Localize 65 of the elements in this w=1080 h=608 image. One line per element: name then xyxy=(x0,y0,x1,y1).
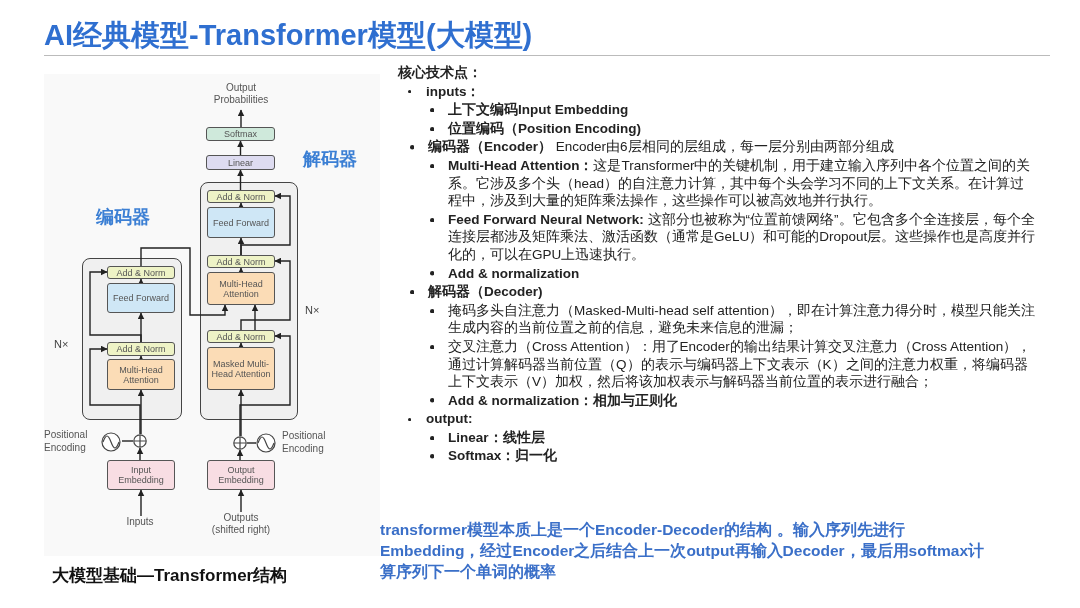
attention-box: Multi-Head Attention xyxy=(207,272,275,305)
feed-forward-box: Feed Forward xyxy=(107,283,175,313)
plus-circle xyxy=(233,436,247,450)
add-norm-box: Add & Norm xyxy=(207,255,275,268)
bullet-text: Softmax：归一化 xyxy=(448,448,558,464)
feed-forward-box: Feed Forward xyxy=(207,207,275,238)
arrow xyxy=(140,247,229,316)
bullet-text: output: xyxy=(426,411,473,427)
softmax-box: Softmax xyxy=(206,127,275,141)
connector-line xyxy=(246,442,257,444)
figure-caption: 大模型基础—Transformer结构 xyxy=(52,565,288,587)
arrow xyxy=(89,268,142,343)
summary-text: transformer模型本质上是一个Encoder-Decoder的结构 。输入序列先进行Embedding，经过Encoder之后结合上一次output再输入Decoder，最后用softmax计算序列下一个单词的概率 xyxy=(380,520,986,582)
bullet-text: Feed Forward Neural Network: 这部分也被称为“位置前馈网络”。它包含多个全连接层，每个全连接层都涉及矩阵乘法、激活函数（通常是GeLU）和可能的Dropout层。这些操作也是高度并行化的，可以在GPU上迅速执行。 xyxy=(448,211,1036,262)
plus-circle xyxy=(133,434,147,448)
arrow xyxy=(237,389,245,437)
embedding-box: Input Embedding xyxy=(107,460,175,490)
bullet-text: Add & normalization xyxy=(448,265,580,281)
bullet-text: 解码器（Decoder) xyxy=(428,284,543,300)
bullet-text: 交叉注意力（Cross Attention）：用了Encoder的输出结果计算交叉注意力（Cross Attention），通过计算解码器当前位置（Q）的表示与编码器上下文表示（K）之间的注意力权重，将编码器上下文表示（V）加权，然后将该加权表示与解码器当前位置的表示进行融合； xyxy=(448,338,1032,390)
arrow xyxy=(237,202,245,210)
arrow xyxy=(237,342,245,350)
arrow xyxy=(237,169,244,191)
connector-line xyxy=(121,440,134,442)
positional-encoding-label: Positional Encoding xyxy=(44,428,89,454)
bullet-text: 位置编码（Position Encoding) xyxy=(448,120,641,136)
arrow xyxy=(251,304,259,331)
arrow xyxy=(237,109,245,128)
arrow xyxy=(137,489,145,517)
arrow xyxy=(89,345,141,435)
slide-title: AI经典模型-Transformer模型(大模型) xyxy=(44,18,533,53)
linear-box: Linear xyxy=(206,155,275,170)
arrow xyxy=(136,447,144,461)
bullet-text: 编码器（Encoder） Encoder由6层相同的层组成，每一层分别由两部分组成 xyxy=(428,139,894,155)
arrow xyxy=(237,267,245,275)
arrow xyxy=(237,140,244,156)
arrow xyxy=(240,192,291,256)
positional-encoding-label: Positional Encoding xyxy=(282,429,327,455)
add-norm-box: Add & Norm xyxy=(207,190,275,203)
add-norm-box: Add & Norm xyxy=(107,342,175,356)
bullet-text: Multi-Head Attention：这是Transformer中的关键机制，用于建立输入序列中各个位置之间的关系。它涉及多个头（head）的自注意力计算，其中每个头会学习不同的上下文关系。在计算过程中，涉及到大量的矩阵乘法操作，这些操作可以被高效地并行执行。 xyxy=(448,157,1031,209)
io-label: Inputs xyxy=(105,516,175,530)
repeat-count: N× xyxy=(305,304,320,316)
attention-box: Masked Multi-Head Attention xyxy=(207,347,275,390)
block-heading: 解码器 xyxy=(303,148,357,171)
section-heading: 核心技术点： xyxy=(398,65,482,80)
arrow xyxy=(239,332,291,437)
block-heading: 编码器 xyxy=(96,206,150,229)
bullet-text: 掩码多头自注意力（Masked-Multi-head self attention），即在计算注意力得分时，模型只能关注生成内容的当前位置之前的信息，避免未来信息的泄漏； xyxy=(448,302,1036,336)
bullet-text: Add & normalization：相加与正则化 xyxy=(448,392,678,408)
embedding-box: Output Embedding xyxy=(207,460,275,490)
bullet-text: Linear：线性层 xyxy=(448,429,545,445)
add-norm-box: Add & Norm xyxy=(107,266,175,279)
arrow xyxy=(137,278,145,286)
bullet-text: 上下文编码Input Embedding xyxy=(448,102,629,118)
add-norm-box: Add & Norm xyxy=(207,330,275,343)
io-label: Outputs (shifted right) xyxy=(208,512,274,542)
repeat-count: N× xyxy=(54,338,69,350)
bullet-text: inputs： xyxy=(426,83,481,99)
arrow xyxy=(237,489,245,513)
attention-box: Multi-Head Attention xyxy=(107,359,175,390)
arrow xyxy=(137,389,145,435)
io-label: Output Probabilities xyxy=(206,82,276,110)
arrow xyxy=(240,257,291,331)
arrow xyxy=(236,449,244,461)
